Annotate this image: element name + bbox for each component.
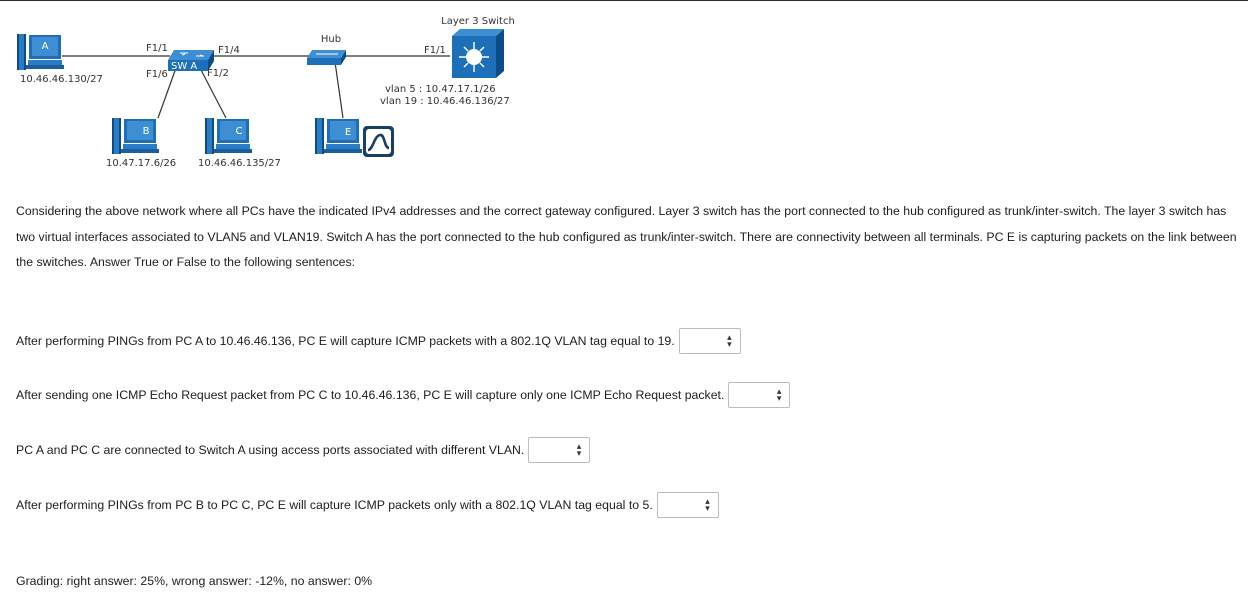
vlan5-address: vlan 5 : 10.47.17.1/26 — [385, 84, 496, 95]
pc-c-icon: C — [205, 118, 252, 154]
hub-label: Hub — [321, 34, 341, 45]
pc-b-label: B — [143, 126, 150, 137]
pc-e-label: E — [345, 127, 351, 138]
question-1-select[interactable]: ▴▾ — [678, 328, 741, 354]
top-border — [0, 0, 1248, 1]
pc-a-icon: A — [17, 34, 64, 70]
layer3-port-f11: F1/1 — [424, 45, 446, 56]
port-f14: F1/4 — [218, 45, 240, 56]
question-1: After performing PINGs from PC A to 10.4… — [16, 328, 741, 354]
pc-a-ip: 10.46.46.130/27 — [20, 74, 103, 85]
select-arrows-icon: ▴▾ — [705, 496, 710, 513]
pc-c-ip: 10.46.46.135/27 — [198, 158, 281, 169]
links — [62, 55, 450, 119]
select-arrows-icon: ▴▾ — [727, 332, 732, 349]
port-f16: F1/6 — [146, 69, 168, 80]
link-swa-b — [157, 67, 177, 119]
hub-icon — [307, 50, 346, 65]
question-1-text: After performing PINGs from PC A to 10.4… — [16, 334, 675, 348]
question-3-select[interactable]: ▴▾ — [528, 437, 591, 463]
pc-a-label: A — [42, 41, 49, 52]
select-arrows-icon: ▴▾ — [576, 441, 582, 458]
select-arrows-icon: ▴▾ — [776, 386, 782, 403]
link-hub-e — [334, 61, 344, 119]
question-4-text: After performing PINGs from PC B to PC C… — [16, 498, 653, 512]
layer3-switch-icon — [452, 29, 504, 78]
question-2-select[interactable]: ▴▾ — [728, 382, 791, 408]
network-diagram: A 10.46.46.130/27 SW A F1/1 F1/4 F1/6 F1… — [17, 16, 515, 169]
port-f11: F1/1 — [146, 43, 168, 54]
switch-a-icon: SW A — [168, 50, 214, 72]
pc-c-label: C — [236, 126, 243, 137]
question-2-text: After sending one ICMP Echo Request pack… — [16, 388, 725, 402]
question-2: After sending one ICMP Echo Request pack… — [16, 382, 791, 408]
question-4: After performing PINGs from PC B to PC C… — [16, 492, 719, 518]
packet-sniffer-icon — [363, 126, 394, 157]
grading-info: Grading: right answer: 25%, wrong answer… — [16, 574, 373, 588]
pc-b-ip: 10.47.17.6/26 — [106, 158, 176, 169]
question-4-select[interactable]: ▴▾ — [656, 492, 719, 518]
layer3-switch-label: Layer 3 Switch — [441, 16, 515, 27]
vlan19-address: vlan 19 : 10.46.46.136/27 — [380, 96, 510, 107]
question-3: PC A and PC C are connected to Switch A … — [16, 437, 591, 463]
pc-b-icon: B — [112, 118, 159, 154]
question-3-text: PC A and PC C are connected to Switch A … — [16, 443, 525, 457]
port-f12: F1/2 — [207, 68, 229, 79]
switch-a-label: SW A — [171, 61, 197, 72]
link-swa-c — [199, 67, 227, 119]
intro-paragraph: Considering the above network where all … — [16, 204, 1237, 269]
pc-e-icon: E — [315, 118, 362, 154]
